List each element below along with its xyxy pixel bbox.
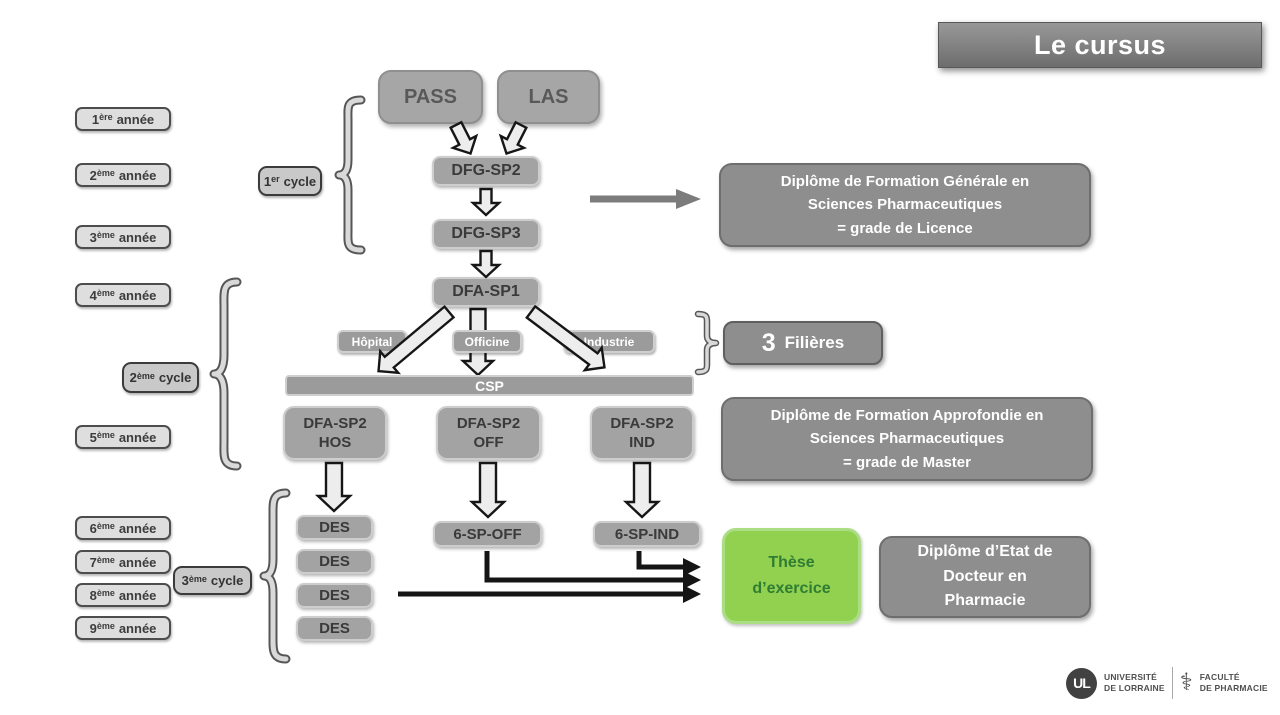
node-industrie: Industrie: [563, 330, 655, 353]
logo-divider: [1171, 667, 1173, 699]
arrow-dfgsp2-to-dfgsp3: [469, 187, 503, 217]
node-csp: CSP: [285, 375, 694, 396]
bracket-cycle-3: [259, 488, 291, 664]
arrow-dfgsp3-to-dfasp1: [469, 249, 503, 279]
node-hopital: Hôpital: [337, 330, 407, 353]
node-6-sp-ind: 6-SP-IND: [593, 521, 701, 547]
arrow-hos-to-des: [314, 461, 354, 513]
arrow-las-to-dfgsp2: [498, 120, 528, 156]
bracket-cycle-1: [334, 95, 366, 255]
pharmacy-caduceus-icon: ⚕: [1179, 669, 1193, 696]
bracket-cycle-2: [209, 277, 242, 471]
node-des-3: DES: [296, 583, 373, 608]
node-dfa-sp1: DFA-SP1: [432, 277, 540, 307]
arrow-des-to-these: [398, 585, 701, 603]
node-des-2: DES: [296, 549, 373, 574]
node-dfg-sp3: DFG-SP3: [432, 219, 540, 249]
node-officine: Officine: [452, 330, 522, 353]
node-des-4: DES: [296, 616, 373, 641]
arrow-dfgsp2-to-licence: [590, 189, 701, 209]
page-title: Le cursus: [938, 22, 1262, 68]
bracket-filieres: [694, 310, 720, 376]
arrow-6spoff-to-these: [484, 551, 701, 589]
node-pass: PASS: [378, 70, 483, 124]
node-des-1: DES: [296, 515, 373, 540]
university-lorraine-logo-icon: UL: [1066, 667, 1097, 699]
node-dfg-sp2: DFG-SP2: [432, 156, 540, 186]
node-6-sp-off: 6-SP-OFF: [433, 521, 542, 547]
arrow-ind-to-6spind: [622, 461, 662, 519]
arrow-6spind-to-these: [636, 551, 701, 576]
arrow-pass-to-dfgsp2: [449, 120, 479, 156]
node-las: LAS: [497, 70, 600, 124]
arrow-off-to-6spoff: [468, 461, 508, 519]
